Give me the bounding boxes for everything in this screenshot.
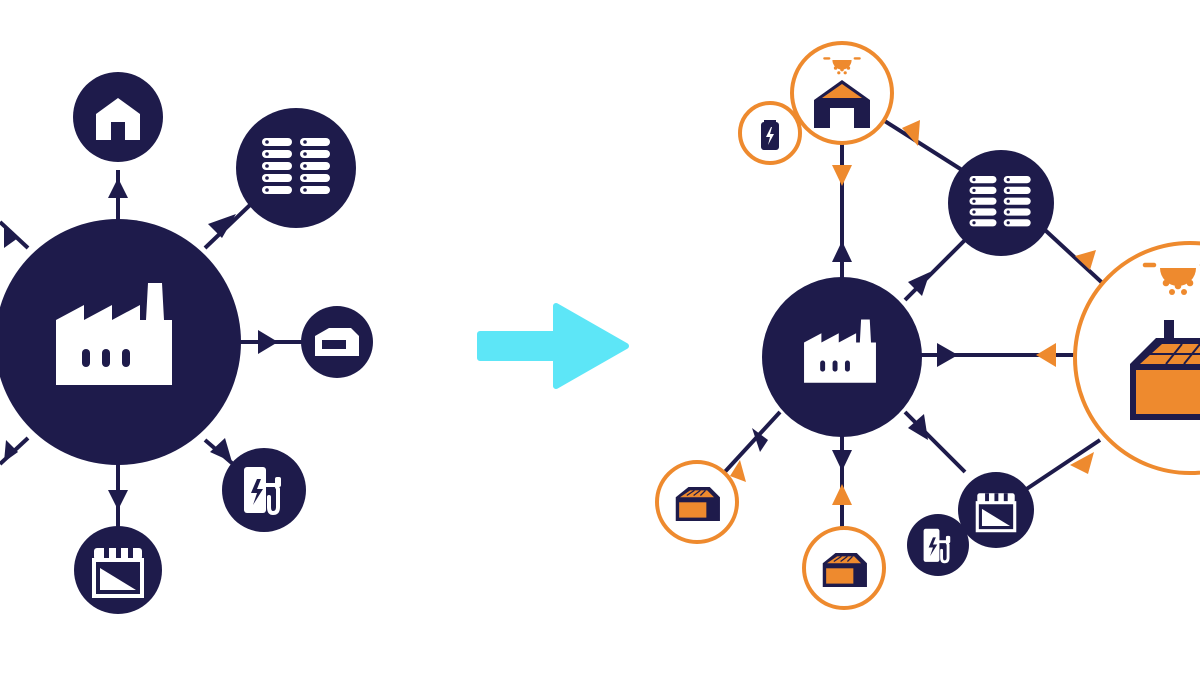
solar-factory-icon — [1130, 320, 1200, 420]
transition-arrow — [477, 303, 629, 389]
left-arrowheads — [4, 178, 278, 510]
right-node-shop — [958, 472, 1034, 548]
arrowhead-navy-right — [937, 343, 958, 367]
arrowhead-orange-from-left — [730, 460, 746, 482]
arrowhead-up — [108, 178, 128, 198]
edge-hub-shop — [903, 410, 967, 474]
solar-home-icon — [675, 486, 721, 522]
arrowhead-to-servers — [208, 214, 236, 238]
edge-hub-solar-home-left — [720, 410, 782, 477]
arrowhead-orange-from-factory — [1075, 250, 1096, 270]
edge-solar-factory-shop — [1023, 438, 1102, 492]
arrowhead-orange-to-servers — [902, 120, 920, 146]
arrowhead-navy-to-shop — [908, 414, 928, 440]
left-hub — [0, 219, 241, 465]
arrowhead-orange-up — [832, 484, 852, 505]
right-node-solar-factory — [1073, 241, 1200, 475]
left-node-house — [73, 72, 163, 162]
left-node-warehouse — [301, 306, 373, 378]
edge-servers-solar-factory — [1043, 228, 1112, 292]
right-node-data-center — [948, 150, 1054, 256]
arrowhead-orange-left — [1036, 343, 1056, 367]
arrowhead-navy-to-servers — [908, 272, 930, 296]
arrow-right-icon — [477, 303, 629, 389]
right-network — [655, 41, 1200, 610]
arrowhead-navy-down — [832, 450, 852, 471]
left-network — [0, 72, 373, 614]
arrowhead-orange-down — [832, 165, 852, 186]
arrowhead-to-warehouse — [258, 330, 278, 354]
edge-hub-servers — [903, 238, 967, 302]
right-arrowheads — [730, 120, 1096, 505]
left-node-ev-charger — [222, 448, 306, 532]
solar-home-icon — [822, 552, 868, 588]
right-node-solar-home-bottom — [802, 526, 886, 610]
right-node-solar-house — [790, 41, 894, 145]
arrowhead-offscreen-bottom — [4, 440, 18, 462]
arrowhead-orange-to-shop — [1070, 452, 1094, 474]
right-node-solar-home-left — [655, 460, 739, 544]
arrowhead-offscreen-top — [4, 226, 18, 248]
right-hub — [762, 277, 922, 437]
arrowhead-down — [108, 490, 128, 510]
left-node-shop — [74, 526, 162, 614]
arrowhead-navy-to-left — [752, 428, 768, 452]
right-node-ev-charger — [907, 514, 969, 576]
edge-solar-house-servers — [878, 116, 964, 172]
left-node-data-center — [236, 108, 356, 228]
arrowhead-to-ev — [210, 438, 232, 462]
battery-icon — [761, 120, 779, 150]
arrowhead-navy-up — [832, 241, 852, 262]
solar-house-icon — [814, 80, 870, 128]
right-node-battery — [738, 101, 802, 165]
